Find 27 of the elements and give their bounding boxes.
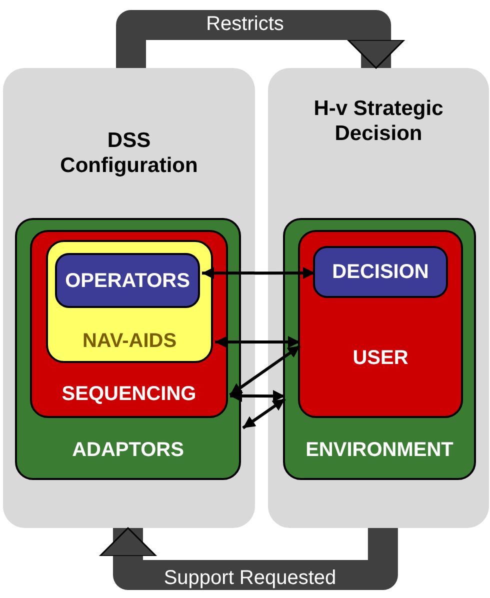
group-box — [46, 240, 213, 363]
node-label: NAV-AIDS — [82, 329, 177, 353]
block-arrow — [116, 10, 405, 69]
arrow — [202, 266, 315, 280]
arrow — [242, 398, 286, 430]
edge-label: Restricts — [206, 12, 284, 36]
node-label: DSS Configuration — [59, 128, 199, 178]
node-label: DECISION — [332, 260, 429, 284]
block-arrow — [99, 527, 398, 590]
group-box — [15, 218, 241, 480]
edge-label: Support Requested — [164, 566, 336, 590]
process-box — [313, 246, 448, 298]
panel — [268, 68, 489, 528]
node-label: H-v Strategic Decision — [312, 96, 444, 146]
node-label: OPERATORS — [65, 268, 190, 292]
node-label: ENVIRONMENT — [306, 438, 454, 462]
node-label: ADAPTORS — [72, 438, 184, 462]
arrow — [229, 344, 301, 396]
panel — [3, 68, 255, 528]
node-label: SEQUENCING — [62, 382, 196, 406]
arrow — [215, 336, 300, 348]
group-box — [283, 218, 476, 480]
node-label: USER — [352, 346, 408, 370]
arrow — [230, 390, 285, 402]
group-box — [298, 230, 463, 418]
process-box — [55, 253, 200, 308]
group-box — [30, 230, 228, 418]
